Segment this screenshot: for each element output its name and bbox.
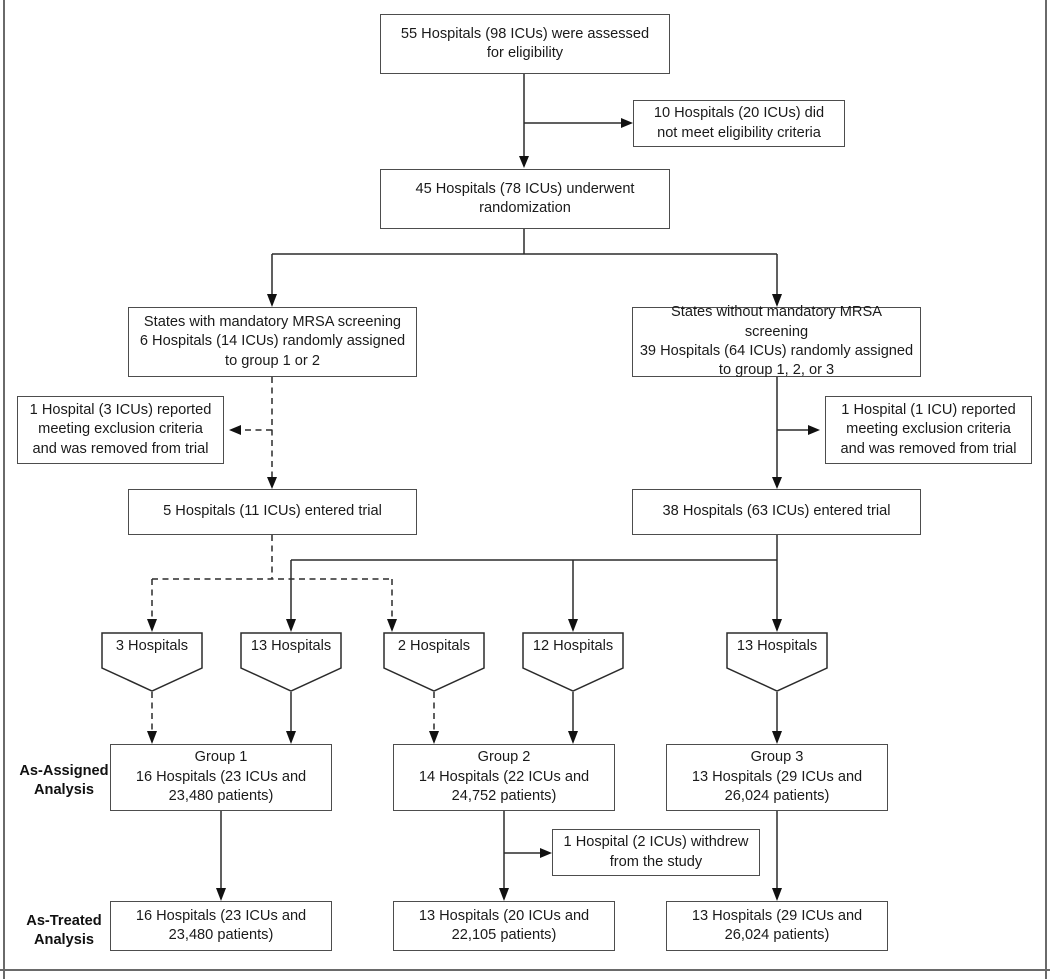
box-states-with-line2: 6 Hospitals (14 ICUs) randomly assigned: [139, 333, 406, 350]
label-as-treated-analysis: As-Treated Analysis: [14, 912, 114, 950]
pentagon-shape-3: [383, 632, 485, 692]
box-withdrew-line1: 1 Hospital (2 ICUs) withdrew: [563, 834, 749, 851]
box-excluded-left-line3: and was removed from trial: [32, 440, 209, 457]
box-assigned-3-line2: 13 Hospitals (29 ICUs and: [691, 768, 863, 785]
box-treated-1-line1: 16 Hospitals (23 ICUs and: [135, 907, 307, 924]
box-states-with-line3: to group 1 or 2: [225, 352, 320, 369]
box-excluded-right: 1 Hospital (1 ICU) reported meeting excl…: [825, 396, 1032, 464]
border-rule-right: [1045, 0, 1047, 979]
box-excluded-eligibility-line2: not meet eligibility criteria: [657, 124, 821, 141]
box-excluded-right-line3: and was removed from trial: [840, 440, 1017, 457]
arrowhead-group1-right: [286, 731, 296, 744]
box-excluded-left-line2: meeting exclusion criteria: [38, 421, 203, 438]
label-as-assigned-line2: Analysis: [33, 781, 95, 798]
pentagon-label-1: 3 Hospitals: [115, 638, 189, 654]
arrowhead-group3: [772, 731, 782, 744]
label-as-assigned-analysis: As-Assigned Analysis: [14, 762, 114, 800]
box-excluded-eligibility: 10 Hospitals (20 ICUs) did not meet elig…: [633, 100, 845, 147]
arrowhead-excluded-eligibility: [621, 118, 633, 128]
box-states-without-line2: 39 Hospitals (64 ICUs) randomly assigned: [639, 343, 914, 359]
arrowhead-group2-right: [568, 731, 578, 744]
pentagon-shape-1: [101, 632, 203, 692]
box-assigned-2-line2: 14 Hospitals (22 ICUs and: [418, 768, 590, 785]
arrowhead-excluded-left: [229, 425, 241, 435]
arrowhead-treated1: [216, 888, 226, 901]
box-assigned-2-line1: Group 2: [477, 749, 531, 766]
box-withdrew-line2: from the study: [609, 853, 703, 870]
box-entered-left-line1: 5 Hospitals (11 ICUs) entered trial: [163, 503, 382, 520]
box-treated-1-line2: 23,480 patients): [168, 927, 274, 943]
box-states-without-line1: States without mandatory MRSA screening: [671, 304, 882, 340]
pentagon-label-2: 13 Hospitals: [250, 638, 332, 654]
box-states-with-mandatory-screening: States with mandatory MRSA screening 6 H…: [128, 307, 417, 377]
arrowhead-pentagon-1: [147, 619, 157, 632]
arrowhead-pentagon-2: [286, 619, 296, 632]
pentagon-label-5: 13 Hospitals: [736, 638, 818, 654]
box-as-treated-group-1: 16 Hospitals (23 ICUs and 23,480 patient…: [110, 901, 332, 951]
box-excluded-left: 1 Hospital (3 ICUs) reported meeting exc…: [17, 396, 224, 464]
border-rule-bottom: [0, 969, 1050, 971]
box-assigned-3-line3: 26,024 patients): [724, 788, 830, 805]
pentagon-hospitals-4: 12 Hospitals: [522, 632, 624, 692]
box-assigned-3-line1: Group 3: [750, 749, 804, 766]
arrowhead-entered-left: [267, 477, 277, 489]
pentagon-label-4: 12 Hospitals: [532, 638, 614, 654]
box-entered-trial-left: 5 Hospitals (11 ICUs) entered trial: [128, 489, 417, 535]
label-as-treated-line2: Analysis: [33, 931, 95, 948]
box-excluded-right-line1: 1 Hospital (1 ICU) reported: [841, 401, 1016, 418]
box-as-assigned-group-2: Group 2 14 Hospitals (22 ICUs and 24,752…: [393, 744, 615, 811]
box-as-assigned-group-1: Group 1 16 Hospitals (23 ICUs and 23,480…: [110, 744, 332, 811]
box-randomized-line1: 45 Hospitals (78 ICUs) underwent: [415, 180, 635, 197]
arrowhead-group2-left: [429, 731, 439, 744]
label-as-treated-line1: As-Treated: [26, 913, 102, 929]
pentagon-shape-5: [726, 632, 828, 692]
pentagon-shape-4: [522, 632, 624, 692]
border-rule-left: [3, 0, 5, 979]
box-states-without-mandatory-screening: States without mandatory MRSA screening …: [632, 304, 921, 379]
box-assessed-line2: for eligibility: [486, 45, 564, 61]
box-excluded-eligibility-line1: 10 Hospitals (20 ICUs) did: [653, 105, 825, 122]
pentagon-hospitals-1: 3 Hospitals: [101, 632, 203, 692]
arrowhead-randomized: [519, 156, 529, 168]
pentagon-label-3: 2 Hospitals: [397, 638, 471, 654]
arrowhead-excluded-right: [808, 425, 820, 435]
box-excluded-right-line2: meeting exclusion criteria: [846, 421, 1011, 438]
arrowhead-treated3: [772, 888, 782, 901]
box-states-without-line3: to group 1, 2, or 3: [718, 362, 835, 379]
box-assigned-1-line2: 16 Hospitals (23 ICUs and: [135, 768, 307, 785]
arrowhead-pentagon-3: [387, 619, 397, 632]
arrowhead-pentagon-5: [772, 619, 782, 632]
box-treated-2-line2: 22,105 patients): [451, 927, 557, 943]
arrowhead-treated2: [499, 888, 509, 901]
arrowhead-group1-left: [147, 731, 157, 744]
box-as-treated-group-2: 13 Hospitals (20 ICUs and 22,105 patient…: [393, 901, 615, 951]
box-excluded-left-line1: 1 Hospital (3 ICUs) reported: [29, 401, 212, 418]
box-underwent-randomization: 45 Hospitals (78 ICUs) underwent randomi…: [380, 169, 670, 229]
box-treated-2-line1: 13 Hospitals (20 ICUs and: [418, 907, 590, 924]
box-entered-trial-right: 38 Hospitals (63 ICUs) entered trial: [632, 489, 921, 535]
arrowhead-pentagon-4: [568, 619, 578, 632]
box-entered-right-line1: 38 Hospitals (63 ICUs) entered trial: [662, 503, 891, 520]
pentagon-hospitals-5: 13 Hospitals: [726, 632, 828, 692]
box-randomized-line2: randomization: [479, 200, 571, 216]
box-assigned-1-line1: Group 1: [194, 749, 248, 766]
box-as-treated-group-3: 13 Hospitals (29 ICUs and 26,024 patient…: [666, 901, 888, 951]
box-assessed-line1: 55 Hospitals (98 ICUs) were assessed: [400, 25, 650, 42]
box-withdrew-from-study: 1 Hospital (2 ICUs) withdrew from the st…: [552, 829, 760, 876]
pentagon-shape-2: [240, 632, 342, 692]
label-as-assigned-line1: As-Assigned: [19, 763, 109, 779]
arrowhead-states-with: [267, 294, 277, 307]
box-assigned-1-line3: 23,480 patients): [168, 788, 274, 805]
arrowhead-entered-right: [772, 477, 782, 489]
box-assigned-2-line3: 24,752 patients): [451, 788, 557, 805]
box-treated-3-line1: 13 Hospitals (29 ICUs and: [691, 907, 863, 924]
box-as-assigned-group-3: Group 3 13 Hospitals (29 ICUs and 26,024…: [666, 744, 888, 811]
arrowhead-withdrew: [540, 848, 552, 858]
box-treated-3-line2: 26,024 patients): [724, 927, 830, 943]
pentagon-hospitals-2: 13 Hospitals: [240, 632, 342, 692]
pentagon-hospitals-3: 2 Hospitals: [383, 632, 485, 692]
box-assessed-for-eligibility: 55 Hospitals (98 ICUs) were assessed for…: [380, 14, 670, 74]
box-states-with-line1: States with mandatory MRSA screening: [143, 313, 402, 330]
